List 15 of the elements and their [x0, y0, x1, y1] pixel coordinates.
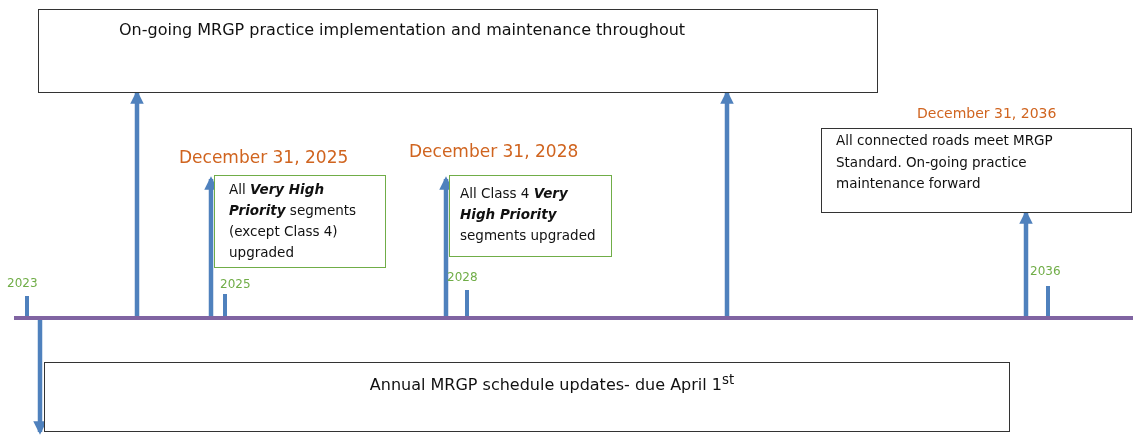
date-label: December 31, 2036 [917, 104, 1057, 123]
year-label: 2025 [220, 277, 251, 291]
box-text: All connected roads meet MRGP Standard. On-going practice maintenance forward [836, 131, 1054, 194]
year-label: 2023 [7, 276, 38, 290]
date-label: December 31, 2028 [409, 140, 579, 163]
process-box [44, 362, 1010, 432]
date-label: December 31, 2025 [179, 146, 349, 169]
timeline-bar [14, 316, 1133, 320]
process-box [38, 9, 878, 93]
year-label: 2028 [447, 270, 478, 284]
year-label: 2036 [1030, 264, 1061, 278]
box-text: All Class 4 Very High Priority segments upgraded [460, 184, 597, 245]
box-text: Annual MRGP schedule updates- due April 1$^{st}$ [368, 371, 735, 397]
box-text: On-going MRGP practice implementation and maintenance throughout [119, 20, 687, 41]
box-text: All Very High Priority segments (except Class 4) upgraded [229, 180, 358, 262]
